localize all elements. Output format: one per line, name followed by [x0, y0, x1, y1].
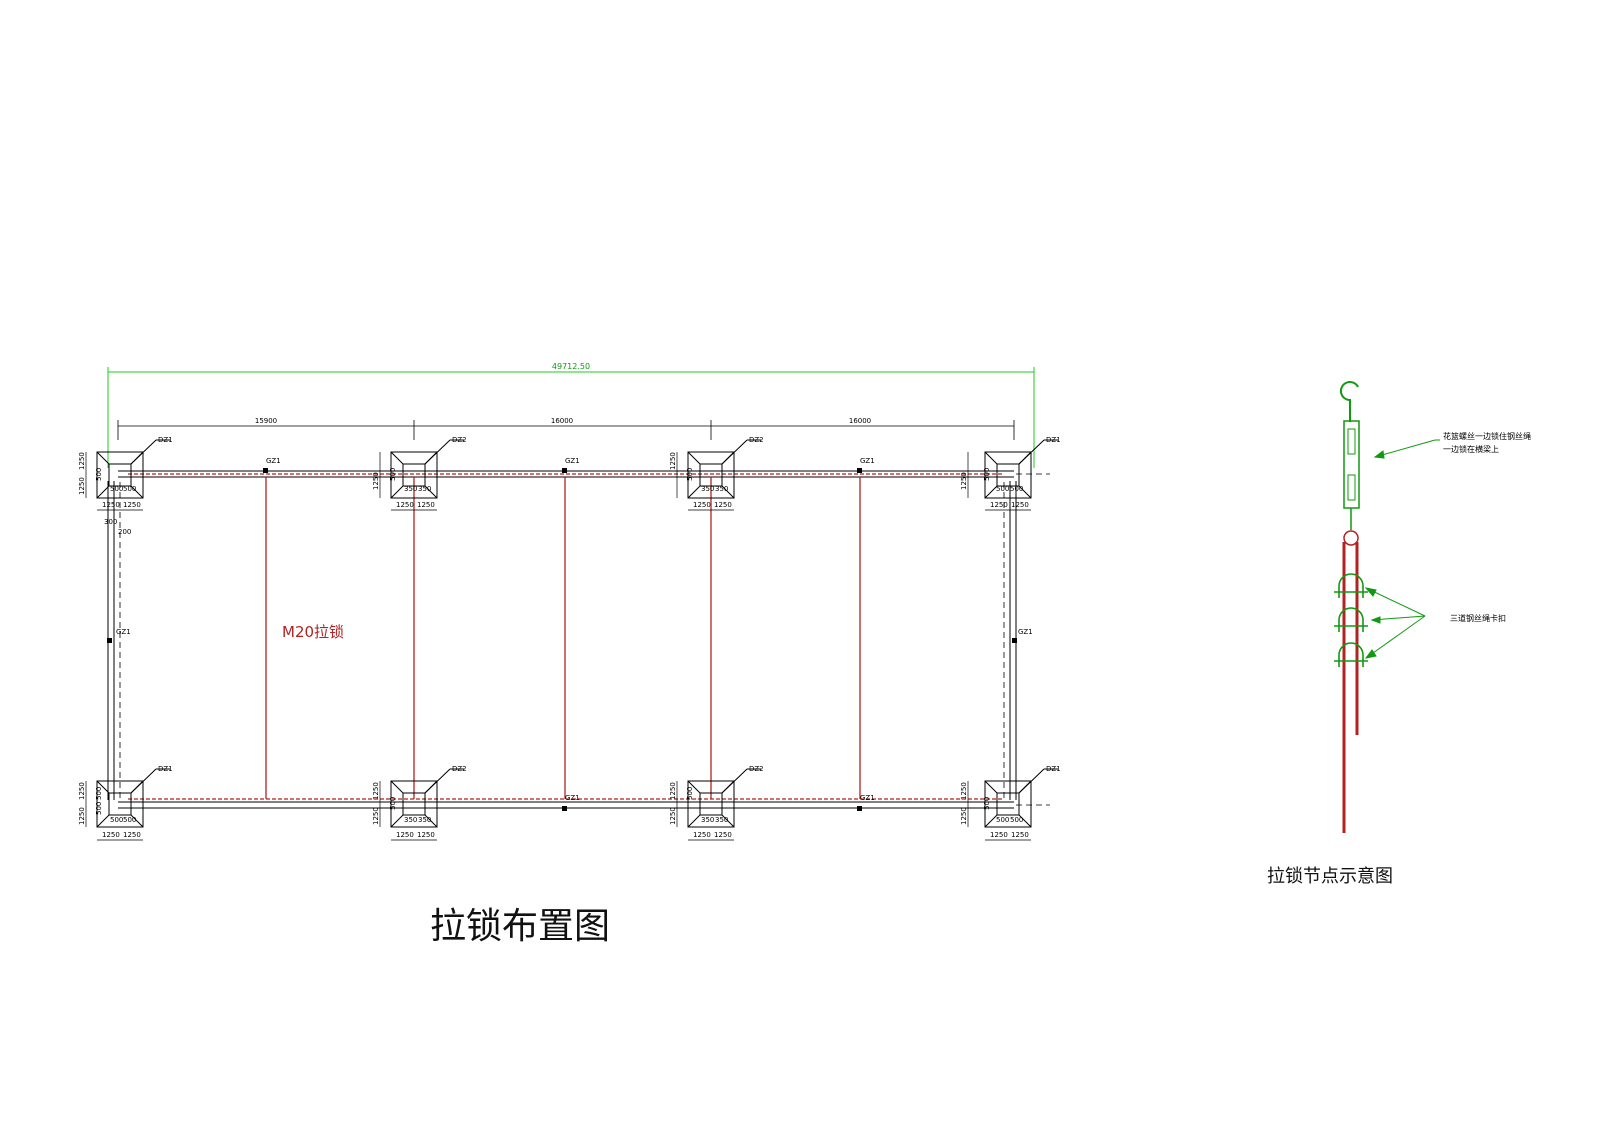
- tie-label: M20拉锁: [282, 623, 344, 641]
- column-label-top-2: DZ2: [452, 436, 467, 444]
- pad-dim-vert: 1250: [960, 782, 968, 800]
- pad-dim-side: 1250: [714, 501, 732, 509]
- overall-dimension-text: 49712.50: [552, 362, 590, 371]
- pad-dim-vert: 1250: [78, 452, 86, 470]
- beam-label-bottom-2: GZ1: [860, 794, 875, 802]
- pad-dim-side: 1250: [102, 831, 120, 839]
- pad-dim-inner: 500: [123, 816, 136, 824]
- pad-dim-vert-inner: 500: [983, 797, 991, 810]
- clamp-note: 三道钢丝绳卡扣: [1450, 613, 1506, 623]
- footings: [96, 439, 1058, 828]
- pad-dim-inner: 350: [404, 816, 417, 824]
- perimeter-beams: [107, 470, 1017, 809]
- turnbuckle-icon: [1343, 420, 1360, 509]
- pad-dim-inner: 350: [715, 816, 728, 824]
- column-label-top-3: DZ2: [749, 436, 764, 444]
- beam-label-top-2: GZ1: [565, 457, 580, 465]
- footing-dim-lines: [85, 452, 1031, 841]
- column-label-top-1: DZ1: [158, 436, 173, 444]
- pad-dim-vert: 1250: [669, 807, 677, 825]
- pad-dim-vert-inner: 500: [686, 787, 694, 800]
- thimble-icon: [1343, 530, 1359, 546]
- column-label-top-4: DZ1: [1046, 436, 1061, 444]
- pad-dim-vert: 1250: [960, 472, 968, 490]
- tie-lines: [128, 473, 1004, 800]
- pad-dim-vert-inner: 500: [95, 787, 103, 800]
- pad-dim-vert-inner: 500: [389, 797, 397, 810]
- pad-dim-side: 1250: [123, 831, 141, 839]
- pad-dim-vert: 1250: [78, 807, 86, 825]
- pad-dim-vert: 1250: [78, 782, 86, 800]
- tie-detail-drawing: [1334, 381, 1440, 833]
- pad-dim-vert: 1250: [372, 807, 380, 825]
- pad-dim-vert-inner: 500: [686, 468, 694, 481]
- hook-icon: [1339, 381, 1359, 422]
- pad-dim-vert-inner: 500: [95, 468, 103, 481]
- pad-dim-inner: 350: [715, 485, 728, 493]
- beam-label-top-3: GZ1: [860, 457, 875, 465]
- rope-clamp-icon: [1334, 573, 1368, 667]
- beam-label-left: GZ1: [116, 628, 131, 636]
- pad-dim-inner: 500: [1010, 816, 1023, 824]
- offset-dim-b: 200: [118, 528, 131, 536]
- pad-dim-side: 1250: [714, 831, 732, 839]
- pad-dim-side: 1250: [123, 501, 141, 509]
- pad-dim-inner: 350: [418, 485, 431, 493]
- pad-dim-side: 1250: [693, 831, 711, 839]
- pad-dim-side: 1250: [693, 501, 711, 509]
- pad-dim-side: 1250: [417, 501, 435, 509]
- bay-dim-1: 15900: [255, 417, 277, 425]
- pad-dim-vert: 1250: [669, 452, 677, 470]
- column-label-bottom-2: DZ2: [452, 765, 467, 773]
- turnbuckle-note-line1: 花篮螺丝一边锁住钢丝绳: [1443, 431, 1531, 441]
- pad-dim-side: 1250: [396, 831, 414, 839]
- beam-label-bottom-1: GZ1: [565, 794, 580, 802]
- pad-dim-vert: 1250: [960, 807, 968, 825]
- pad-dim-vert: 1250: [372, 472, 380, 490]
- pad-dim-vert: 1250: [372, 782, 380, 800]
- overall-dimension: [107, 367, 1035, 468]
- pad-dim-vert-inner: 500: [95, 802, 103, 815]
- column-label-bottom-1: DZ1: [158, 765, 173, 773]
- beam-label-top-1: GZ1: [266, 457, 281, 465]
- pad-dim-inner: 350: [404, 485, 417, 493]
- pad-dim-inner: 500: [110, 485, 123, 493]
- pad-dim-side: 1250: [1011, 501, 1029, 509]
- pad-dim-side: 1250: [990, 501, 1008, 509]
- pad-dim-side: 1250: [990, 831, 1008, 839]
- pad-dim-vert: 1250: [78, 477, 86, 495]
- bay-dim-3: 16000: [849, 417, 871, 425]
- pad-dim-inner: 500: [110, 816, 123, 824]
- pad-dim-vert-inner: 500: [389, 468, 397, 481]
- footing-dim-texts: 1250 1250 1250 1250 1250 1250 1250 1250 …: [78, 452, 1029, 839]
- bay-dimension-line: [117, 420, 1015, 440]
- pad-dim-inner: 500: [996, 485, 1009, 493]
- pad-dim-inner: 350: [701, 816, 714, 824]
- offset-dim-a: 300: [104, 518, 117, 526]
- pad-dim-side: 1250: [1011, 831, 1029, 839]
- pad-dim-inner: 500: [1010, 485, 1023, 493]
- beam-label-right: GZ1: [1018, 628, 1033, 636]
- callout-leaders: [1364, 439, 1440, 659]
- pad-dim-inner: 500: [996, 816, 1009, 824]
- dashed-axis-lines: [119, 473, 1050, 806]
- pad-dim-vert: 1250: [669, 782, 677, 800]
- main-title: 拉锁布置图: [430, 906, 610, 947]
- column-label-bottom-4: DZ1: [1046, 765, 1061, 773]
- pad-dim-inner: 500: [123, 485, 136, 493]
- detail-title: 拉锁节点示意图: [1267, 866, 1393, 887]
- pad-dim-vert-inner: 500: [983, 468, 991, 481]
- column-label-bottom-3: DZ2: [749, 765, 764, 773]
- bay-dim-2: 16000: [551, 417, 573, 425]
- pad-dim-side: 1250: [417, 831, 435, 839]
- pad-dim-side: 1250: [396, 501, 414, 509]
- turnbuckle-note-line2: 一边锁在横梁上: [1443, 444, 1499, 454]
- pad-dim-inner: 350: [418, 816, 431, 824]
- pad-dim-side: 1250: [102, 501, 120, 509]
- pad-dim-inner: 350: [701, 485, 714, 493]
- beam-markers: [107, 468, 1017, 811]
